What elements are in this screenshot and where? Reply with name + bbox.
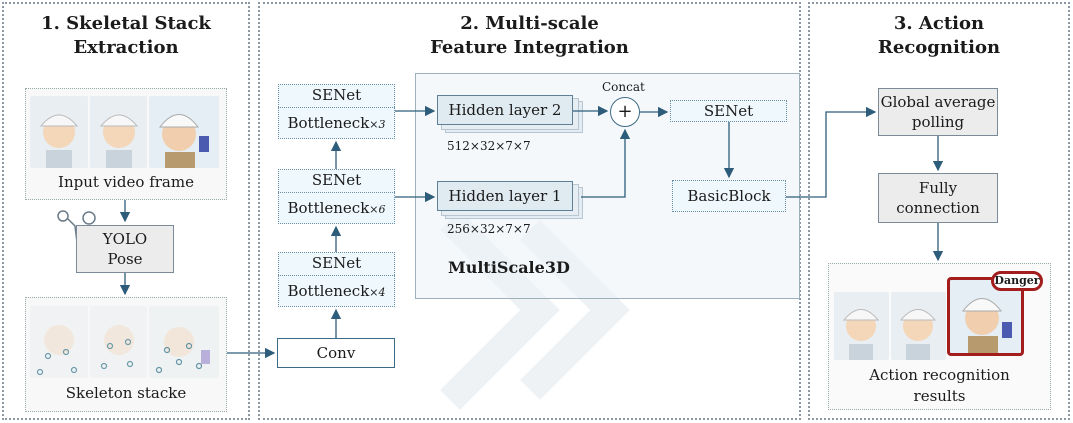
se-block-3-divider <box>278 107 395 108</box>
se-block-6-divider <box>278 192 395 193</box>
hidden-layer-2-dims: 512×32×7×7 <box>447 139 531 153</box>
multiscale3d-label: MultiScale3D <box>448 258 570 277</box>
panel-1-title: 1. Skeletal Stack Extraction <box>41 13 211 58</box>
yolo-pose-box: YOLO Pose <box>76 225 174 273</box>
panel-skeletal-extraction <box>2 2 250 420</box>
input-frame-1 <box>30 96 88 168</box>
se-block-6-senet: SENet <box>311 171 362 189</box>
se-block-4-senet: SENet <box>311 254 362 272</box>
senet-right-label: SENet <box>703 102 754 120</box>
action-recognition-results-label: Action recognition results <box>869 366 1010 405</box>
result-frame-1 <box>834 292 889 360</box>
basicblock-box <box>672 180 786 212</box>
se-block-3 <box>278 84 395 139</box>
skeleton-stack-label: Skeleton stacke <box>65 384 187 402</box>
pose-icon <box>57 210 96 243</box>
se-block-6-bottleneck: Bottleneck×6 <box>278 199 395 217</box>
danger-badge: Danger <box>991 271 1043 291</box>
input-frame-2 <box>90 96 147 168</box>
se-block-4-divider <box>278 275 395 276</box>
skeleton-frame-1 <box>30 306 88 378</box>
se-block-4-bottleneck: Bottleneck×4 <box>278 282 395 300</box>
panel-feature-integration <box>258 2 801 420</box>
global-average-pooling-box: Global average polling <box>878 88 998 136</box>
hidden-layer-2-box: Hidden layer 2 <box>437 95 573 125</box>
concat-label: Concat <box>602 80 645 94</box>
se-block-4 <box>278 252 395 307</box>
multiplier-4: ×4 <box>369 286 386 299</box>
hidden-layer-1-box: Hidden layer 1 <box>437 181 573 211</box>
skeleton-frame-3 <box>149 306 219 378</box>
se-block-3-bottleneck: Bottleneck×3 <box>278 114 395 132</box>
skeleton-frame-2 <box>90 306 147 378</box>
result-frame-2 <box>891 292 946 360</box>
panel-3-title: 3. Action Recognition <box>877 13 1001 58</box>
hidden-layer-1-dims: 256×32×7×7 <box>447 222 531 236</box>
panel-2-title: 2. Multi-scale Feature Integration <box>430 13 629 58</box>
input-frame-3 <box>149 96 219 168</box>
senet-right-box <box>670 100 787 122</box>
basicblock-label: BasicBlock <box>687 187 771 205</box>
se-block-3-senet: SENet <box>311 86 362 104</box>
panel-action-recognition <box>808 2 1070 420</box>
bottleneck-label: Bottleneck <box>287 114 370 132</box>
multiplier-6: ×6 <box>369 203 386 216</box>
concat-plus-node: + <box>610 97 640 127</box>
bottleneck-label: Bottleneck <box>287 199 370 217</box>
input-video-frame-label: Input video frame <box>58 173 194 191</box>
conv-box: Conv <box>277 338 395 368</box>
fully-connection-box: Fully connection <box>878 173 998 223</box>
multiplier-3: ×3 <box>369 118 386 131</box>
bottleneck-label: Bottleneck <box>287 282 370 300</box>
se-block-6 <box>278 169 395 224</box>
